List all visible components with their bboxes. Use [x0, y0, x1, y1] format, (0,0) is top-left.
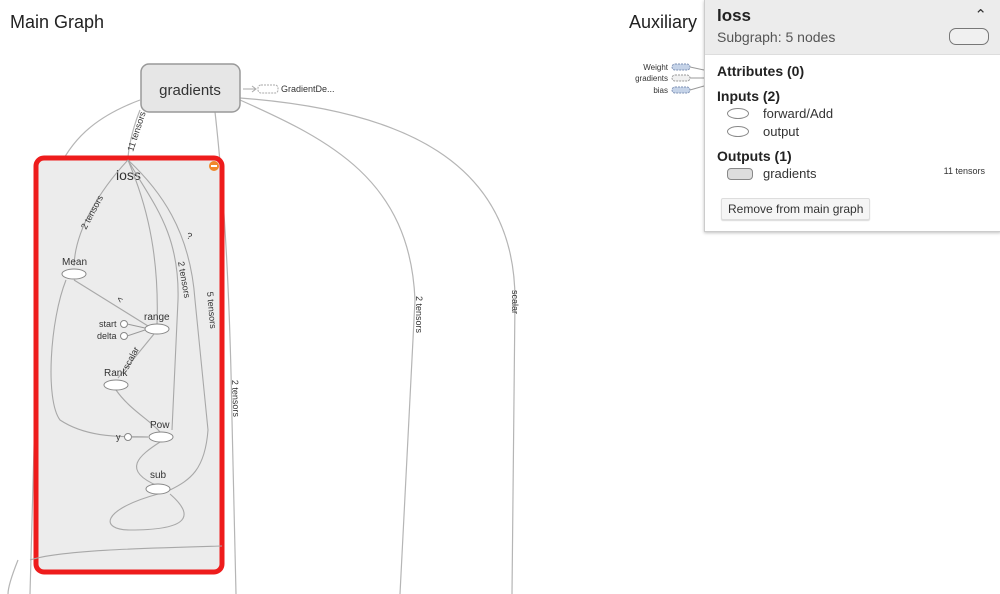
edge-label: 5 tensors [205, 291, 218, 329]
edge [239, 97, 516, 594]
gradient-descent-node[interactable] [257, 84, 279, 94]
gradient-descent-label: GradientDe... [281, 84, 335, 94]
node-label: Pow [150, 420, 170, 431]
range-node[interactable] [144, 323, 170, 335]
outputs-heading[interactable]: Outputs (1) [717, 148, 792, 164]
inputs-heading[interactable]: Inputs (2) [717, 88, 780, 104]
pow-node[interactable] [148, 431, 174, 443]
output-tensor-count: 11 tensors [943, 166, 985, 176]
aux-label: Weight [643, 63, 669, 72]
y-node[interactable] [124, 433, 132, 441]
node-label: Rank [104, 368, 128, 379]
node-info-panel: loss Subgraph: 5 nodes ⌃ Attributes (0) … [704, 0, 1000, 232]
edge-label-11-tensors: 11 tensors [125, 110, 147, 153]
gradients-node[interactable] [140, 63, 241, 113]
edge-label: scalar [510, 290, 520, 314]
input-item-label: forward/Add [763, 106, 834, 121]
loss-internal-edges [29, 159, 223, 561]
edge-label: 2 tensors [414, 296, 424, 334]
svg-text:?: ? [185, 230, 193, 241]
main-graph-title: Main Graph [10, 12, 105, 32]
output-item-label: gradients [763, 166, 817, 181]
aux-label: bias [653, 86, 668, 95]
edge [239, 99, 416, 594]
gradients-node-label: gradients [159, 82, 221, 99]
remove-from-main-graph-button[interactable]: Remove from main graph [721, 198, 871, 220]
node-label: sub [150, 470, 167, 481]
rank-node[interactable] [103, 379, 129, 391]
subgraph-shape-icon [949, 28, 989, 45]
node-label: y [116, 432, 121, 442]
input-item[interactable]: output [727, 124, 799, 139]
aux-bias-node[interactable] [671, 86, 691, 94]
output-item[interactable]: gradients [727, 166, 816, 181]
aux-gradients-node[interactable] [671, 74, 691, 82]
svg-text:<: < [115, 294, 125, 305]
sub-node[interactable] [145, 483, 171, 495]
auxiliary-title: Auxiliary [629, 12, 698, 32]
node-label: Mean [62, 257, 87, 268]
auxiliary-nodes: Weight gradients bias [635, 63, 705, 95]
mean-node[interactable] [61, 268, 87, 280]
node-label: delta [97, 331, 117, 341]
op-node-icon [727, 126, 749, 137]
op-node-icon [727, 108, 749, 119]
panel-subtitle: Subgraph: 5 nodes [717, 29, 836, 45]
edge-label: 2 tensors [230, 380, 241, 418]
loss-nodes: Mean range start delta Rank Pow y sub [61, 257, 174, 495]
subgraph-node-icon [727, 167, 753, 180]
edge [7, 559, 19, 594]
node-label: start [99, 319, 117, 329]
input-item[interactable]: forward/Add [727, 106, 833, 121]
delta-node[interactable] [120, 332, 128, 340]
aux-label: gradients [635, 74, 668, 83]
attributes-heading[interactable]: Attributes (0) [717, 63, 805, 79]
edge [214, 111, 237, 594]
aux-weight-node[interactable] [671, 63, 691, 71]
panel-title: loss [717, 6, 752, 25]
chevron-up-icon[interactable]: ⌃ [974, 7, 987, 24]
info-panel-header: loss Subgraph: 5 nodes ⌃ [705, 0, 1000, 55]
input-item-label: output [763, 124, 800, 139]
node-label: range [144, 312, 170, 323]
start-node[interactable] [120, 320, 128, 328]
